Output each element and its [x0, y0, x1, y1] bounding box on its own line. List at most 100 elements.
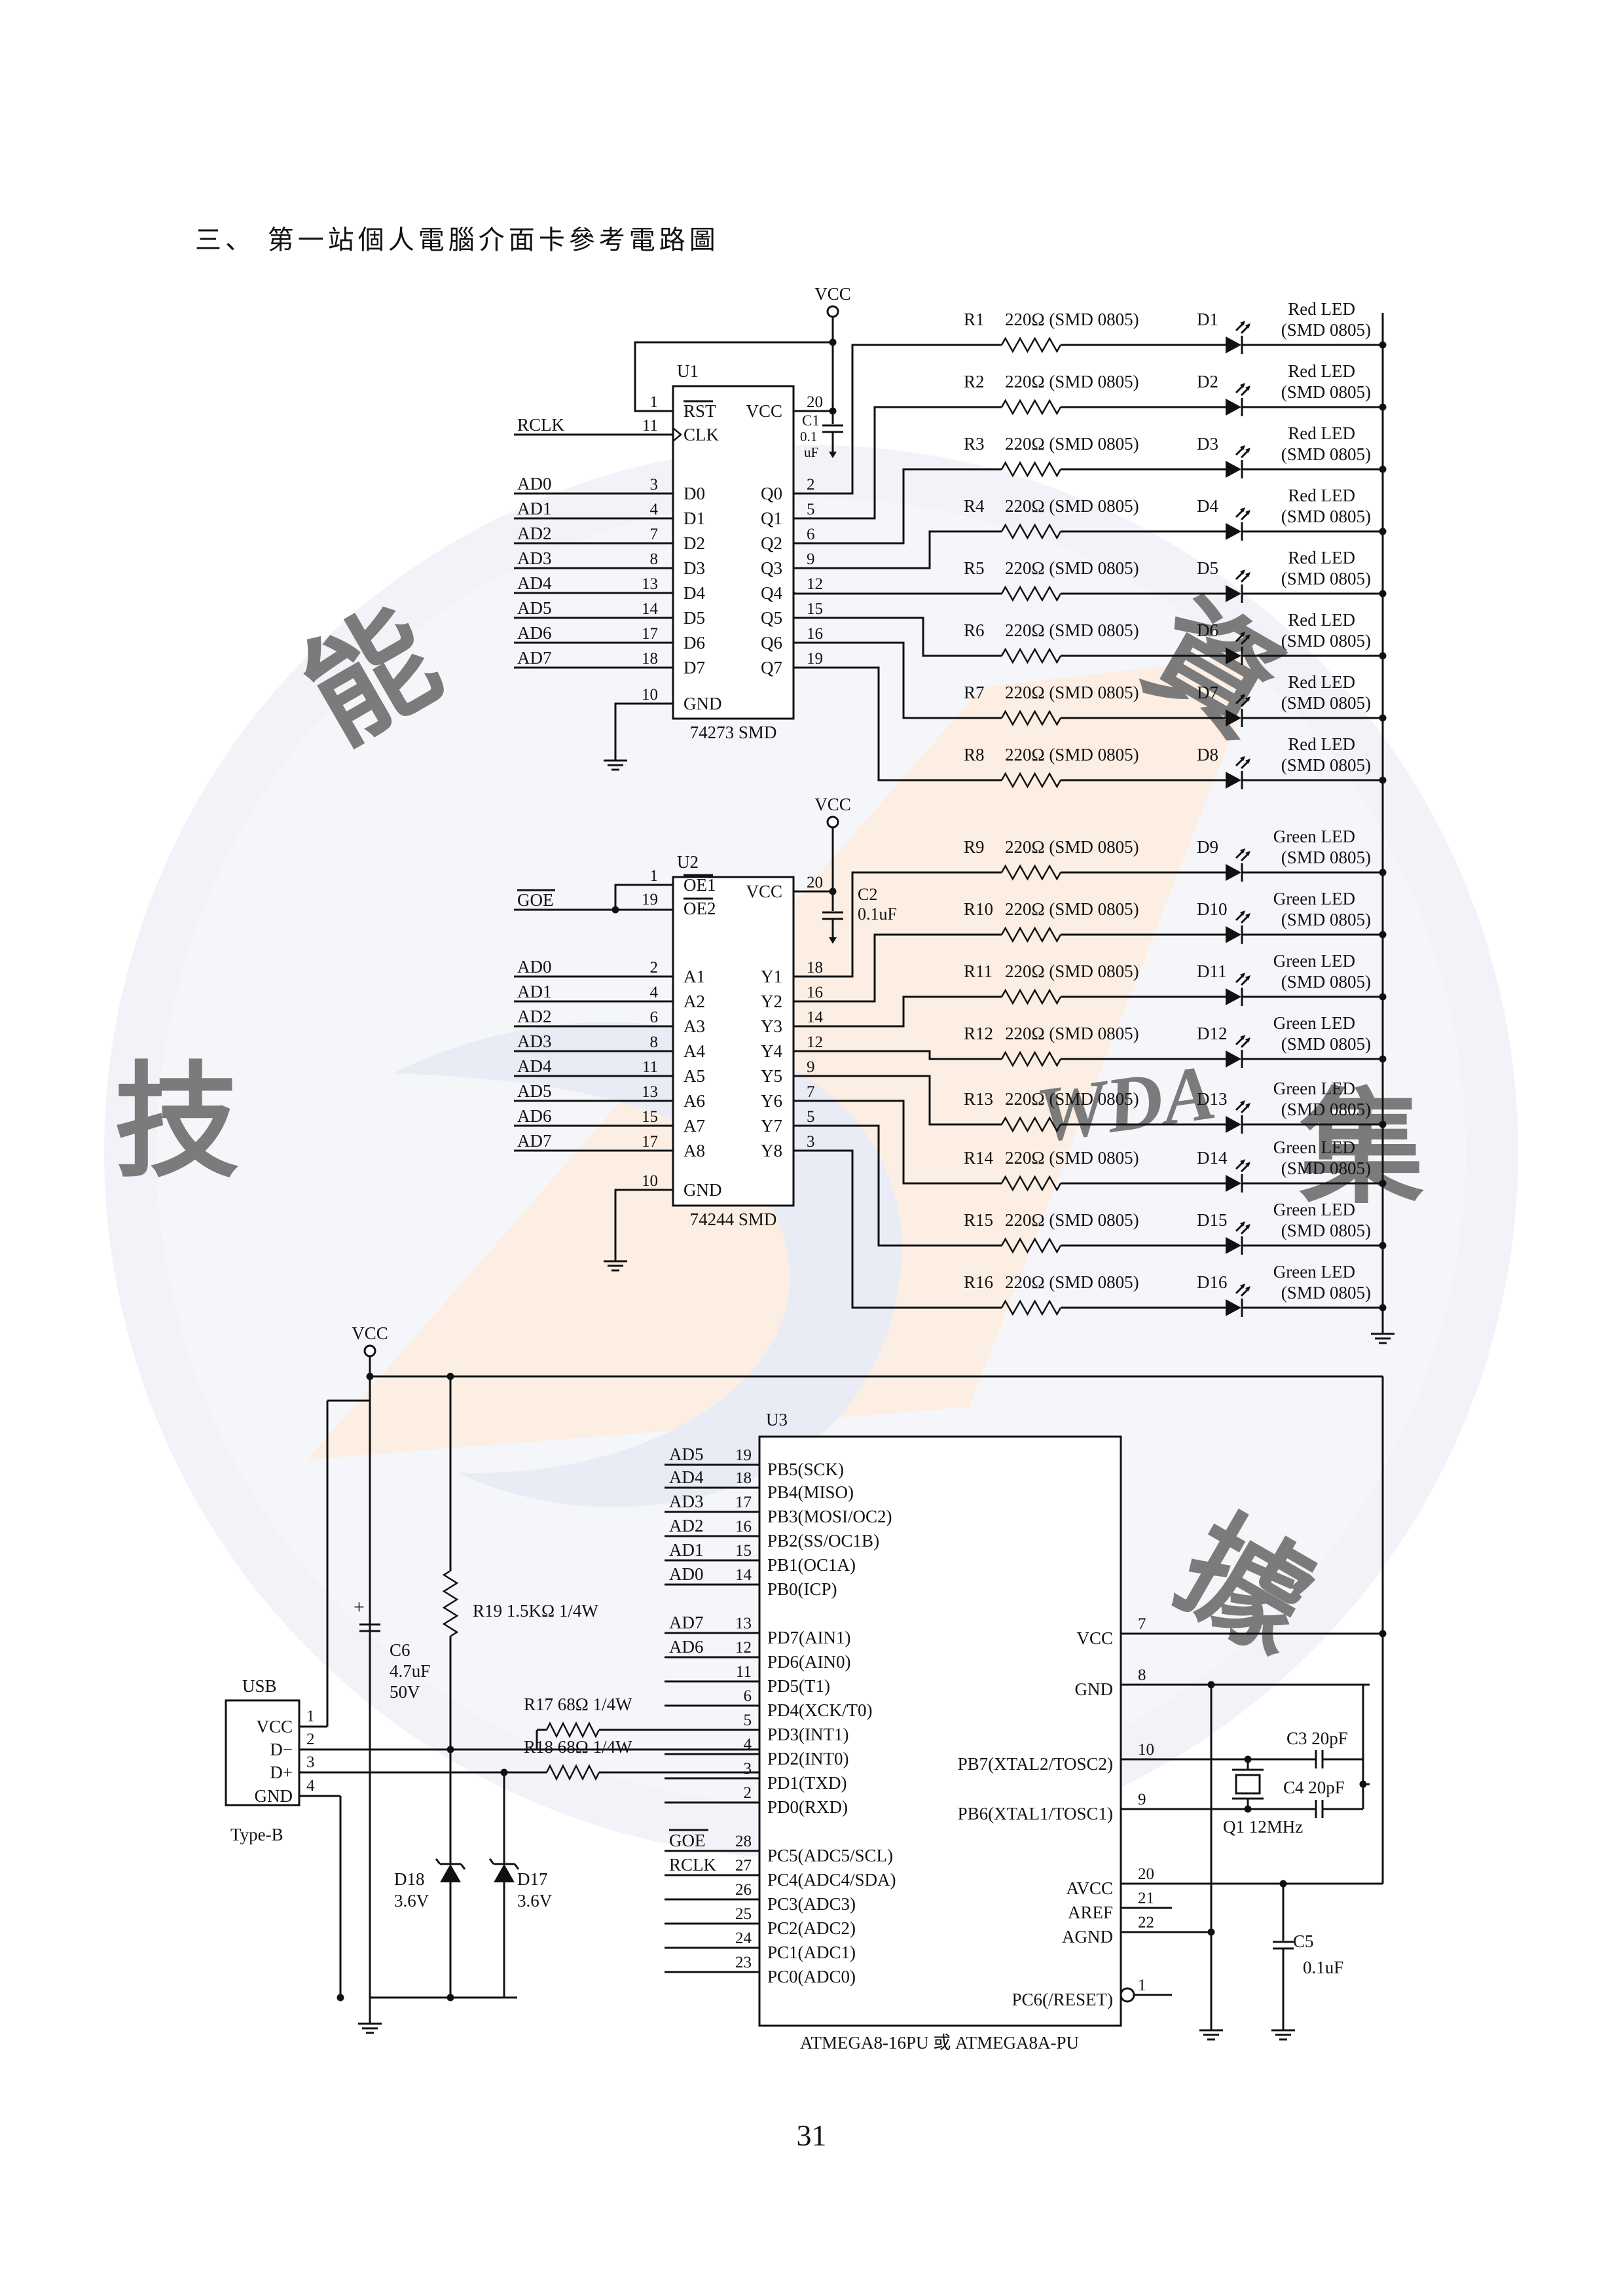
pin-name: Q7	[761, 658, 782, 677]
led-arrow-icon	[1245, 913, 1250, 918]
pin-name: Q6	[761, 633, 782, 653]
pin-name: AVCC	[1066, 1878, 1113, 1898]
pin-name: PB6(XTAL1/TOSC1)	[958, 1804, 1113, 1823]
usb-type: Type-B	[230, 1825, 283, 1844]
junction-dot	[1379, 1630, 1387, 1638]
pin-number: 10	[642, 686, 658, 704]
led-color: Red LED	[1288, 423, 1355, 443]
junction-dot	[1279, 1880, 1287, 1888]
pin-number: 16	[807, 984, 823, 1001]
cap-polarity: +	[354, 1596, 365, 1618]
resistor-ref: R10	[964, 899, 993, 919]
led-package: (SMD 0805)	[1281, 1158, 1371, 1178]
led-color: Green LED	[1273, 1013, 1355, 1033]
pin-number: 16	[807, 625, 823, 643]
zener-d17-ref: D17	[517, 1869, 548, 1889]
led-package: (SMD 0805)	[1281, 382, 1371, 402]
resistor-ref: R13	[964, 1089, 993, 1109]
resistor-ref: R2	[964, 372, 985, 391]
led-icon	[1226, 1050, 1241, 1067]
led-arrow-icon	[1245, 975, 1250, 980]
led-arrow-icon	[1245, 851, 1250, 856]
led-drive-wire	[793, 1124, 1002, 1247]
pin-name: D3	[684, 558, 705, 578]
led-icon	[1226, 336, 1241, 353]
net-label: AD4	[517, 1056, 552, 1076]
led-arrow-icon	[1240, 848, 1245, 853]
net-label: AD0	[517, 474, 552, 493]
pin-name: PC5(ADC5/SCL)	[767, 1846, 893, 1865]
pin-name: Q3	[761, 558, 782, 578]
led-icon	[1226, 399, 1241, 416]
usb-pin-number: 1	[306, 1708, 315, 1725]
ic-ref: U3	[766, 1410, 788, 1429]
junction-dot	[1207, 1681, 1215, 1689]
pin-number: 19	[735, 1446, 752, 1464]
led-drive-wire	[793, 996, 1002, 1028]
resistor-r16-icon	[1000, 1299, 1062, 1316]
resistor-value: 220Ω (SMD 0805)	[1005, 372, 1139, 391]
pin-name: OE1	[684, 875, 716, 895]
ic-ref: U2	[677, 852, 699, 872]
pin-number: 14	[642, 600, 659, 618]
pin-name: AREF	[1068, 1903, 1113, 1922]
pin-number: 7	[1138, 1615, 1146, 1633]
net-label: RCLK	[517, 415, 565, 435]
pin-number: 4	[744, 1736, 752, 1753]
pin-number: 22	[1138, 1914, 1154, 1931]
pin-name: GND	[1075, 1679, 1114, 1699]
usb-pin-name: GND	[255, 1786, 293, 1806]
net-label: GOE	[669, 1831, 706, 1850]
net-label: AD2	[517, 1007, 552, 1026]
pin-number: 3	[650, 476, 659, 493]
resistor-r1-icon	[1000, 336, 1062, 353]
vcc-label: VCC	[352, 1323, 388, 1343]
net-label: AD6	[517, 1106, 552, 1126]
led-ref: D16	[1197, 1272, 1228, 1292]
pin-number: 11	[642, 417, 658, 435]
pin-name: Y8	[761, 1141, 782, 1160]
pin-number: 9	[1138, 1791, 1146, 1808]
led-drive-wire	[793, 1050, 1002, 1060]
led-icon	[1226, 647, 1241, 664]
led-icon	[1226, 1237, 1241, 1254]
led-ref: D2	[1197, 372, 1218, 391]
pin-number: 28	[735, 1833, 752, 1850]
pin-number: 6	[744, 1687, 752, 1705]
pin-number: 12	[807, 1033, 823, 1051]
pin-name: Y7	[761, 1116, 782, 1136]
net-label: AD7	[517, 648, 552, 668]
led-arrow-icon	[1245, 572, 1250, 577]
led-arrow-icon	[1245, 386, 1250, 391]
pin-number: 2	[650, 959, 659, 977]
usb-pin-number: 3	[306, 1753, 315, 1771]
led-ref: D15	[1197, 1210, 1228, 1230]
resistor-value: 220Ω (SMD 0805)	[1005, 899, 1139, 919]
resistor-r4-icon	[1000, 523, 1062, 540]
pin-name: AGND	[1062, 1927, 1113, 1946]
pin-name: PB2(SS/OC1B)	[767, 1531, 879, 1551]
ic-body	[672, 876, 795, 1207]
pin-number: 10	[642, 1172, 658, 1190]
pin-number: 15	[642, 1108, 658, 1126]
resistor-r18-label: R18 68Ω 1/4W	[524, 1737, 632, 1757]
pin-number: 13	[735, 1615, 752, 1632]
resistor-r17-label: R17 68Ω 1/4W	[524, 1695, 632, 1714]
led-ref: D3	[1197, 434, 1218, 454]
vcc-label: VCC	[814, 795, 851, 814]
pin-name: A7	[684, 1116, 705, 1136]
junction-dot	[447, 1372, 454, 1380]
pin-name: PC3(ADC3)	[767, 1894, 856, 1914]
led-ref: D6	[1197, 620, 1218, 640]
led-color: Green LED	[1273, 951, 1355, 971]
pin-number: 8	[650, 1033, 659, 1051]
zener-diode-icon	[440, 1864, 461, 1882]
led-drive-wire	[793, 468, 1002, 545]
pin-name: VCC	[746, 401, 782, 421]
pin-number: 13	[642, 1083, 658, 1101]
pin-name: D5	[684, 608, 705, 628]
led-arrow-icon	[1240, 507, 1245, 512]
pin-name: RST	[684, 401, 716, 421]
reset-bubble-icon	[1120, 1987, 1135, 2003]
